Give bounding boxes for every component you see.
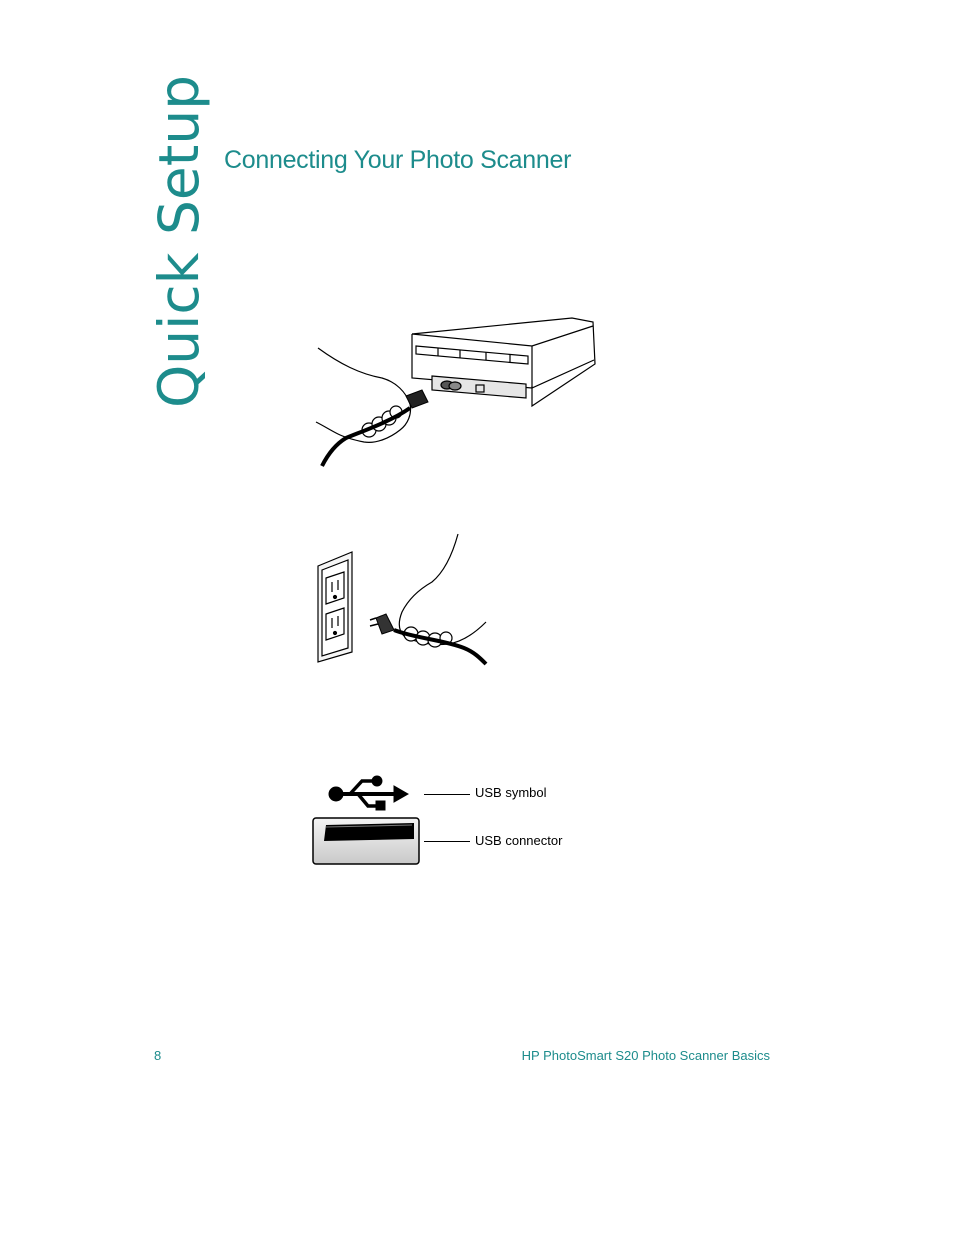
page-heading: Connecting Your Photo Scanner: [224, 146, 572, 174]
section-title-vertical: Quick Setup: [147, 74, 211, 408]
usb-connector-label: USB connector: [475, 833, 563, 848]
usb-symbol-icon: [328, 775, 410, 811]
scanner-power-illustration: [315, 317, 596, 467]
page-number: 8: [154, 1048, 162, 1063]
usb-symbol-leader-line: [424, 794, 470, 795]
section-title-text: Quick Setup: [147, 74, 211, 408]
footer-book-title: HP PhotoSmart S20 Photo Scanner Basics: [521, 1048, 770, 1063]
usb-symbol-label: USB symbol: [475, 785, 547, 800]
usb-connector-leader-line: [424, 841, 470, 842]
wall-outlet-illustration: [317, 533, 488, 666]
usb-connector-icon: [312, 817, 420, 865]
